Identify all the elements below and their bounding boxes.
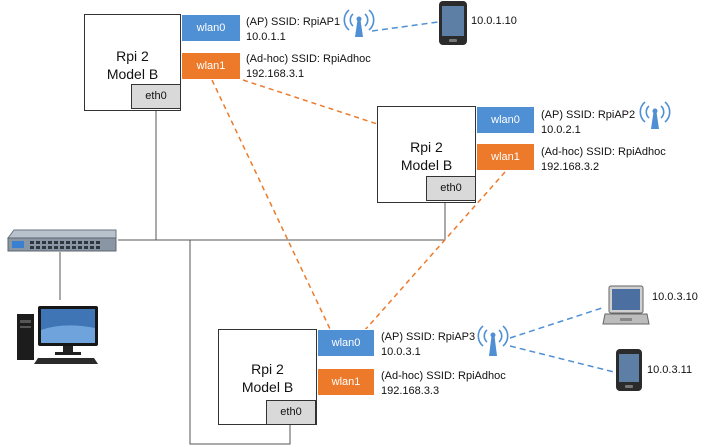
eth-link-switch-to-rpi2 — [118, 199, 446, 241]
rpi-node-3-ap-ip: 10.0.3.1 — [381, 346, 421, 358]
rpi-node-3-wlan1-info: (Ad-hoc) SSID: RpiAdhoc 192.168.3.3 — [381, 369, 506, 399]
rpi-node-1-wlan1-info: (Ad-hoc) SSID: RpiAdhoc 192.168.3.1 — [246, 52, 371, 82]
rpi-node-2-title-line2: Model B — [400, 157, 453, 173]
network-switch-icon — [7, 229, 117, 252]
rpi-node-2-wlan0: wlan0 — [476, 106, 535, 134]
client-ip-laptop: 10.0.3.10 — [652, 291, 698, 303]
rpi-node-2-adhoc-ip: 192.168.3.2 — [541, 161, 600, 173]
rpi-node-2-title-line1: Rpi 2 — [410, 139, 443, 155]
client-ip-phone-2: 10.0.3.11 — [647, 364, 693, 376]
eth-link-rpi3 — [189, 240, 291, 445]
rpi-node-1-ap-ssid: (AP) SSID: RpiAP1 — [246, 16, 341, 28]
rpi-node-2-ap-ssid: (AP) SSID: RpiAP2 — [541, 109, 636, 121]
rpi-node-2-wlan0-info: (AP) SSID: RpiAP2 10.0.2.1 — [541, 108, 635, 138]
rpi-node-3-adhoc-ssid: (Ad-hoc) SSID: RpiAdhoc — [381, 370, 506, 382]
rpi-node-1-wlan1: wlan1 — [181, 52, 241, 80]
rpi-node-3-wlan0-info: (AP) SSID: RpiAP3 10.0.3.1 — [381, 330, 475, 360]
ap-link-phone3 — [509, 345, 615, 373]
rpi-node-3-title-line2: Model B — [241, 379, 294, 395]
rpi-node-3-title-line1: Rpi 2 — [251, 361, 284, 377]
wifi-antenna-icon — [343, 9, 375, 37]
desktop-computer-icon — [17, 306, 98, 364]
rpi-node-1-wlan0: wlan0 — [181, 14, 241, 42]
client-ip-phone-1: 10.0.1.10 — [471, 15, 517, 27]
ap-link-laptop — [509, 307, 603, 339]
rpi-node-2-adhoc-ssid: (Ad-hoc) SSID: RpiAdhoc — [541, 146, 666, 158]
rpi-node-1-adhoc-ssid: (Ad-hoc) SSID: RpiAdhoc — [246, 53, 371, 65]
rpi-node-3-adhoc-ip: 192.168.3.3 — [381, 385, 440, 397]
rpi-node-3-wlan0: wlan0 — [317, 329, 375, 357]
rpi-node-3-wlan1: wlan1 — [317, 368, 375, 396]
rpi-node-1-eth0: eth0 — [131, 84, 181, 109]
ap-client-links — [371, 21, 615, 373]
rpi-node-1-wlan0-info: (AP) SSID: RpiAP1 10.0.1.1 — [246, 15, 340, 45]
rpi-node-3-title: Rpi 2 Model B — [218, 360, 317, 396]
rpi-node-1-title: Rpi 2 Model B — [84, 47, 181, 83]
rpi-node-2-eth0: eth0 — [426, 176, 476, 201]
rpi-node-1-title-line2: Model B — [106, 66, 159, 82]
rpi-node-2-ap-ip: 10.0.2.1 — [541, 124, 581, 136]
phone-icon — [616, 349, 642, 391]
wifi-antenna-icon — [477, 325, 509, 356]
adhoc-links — [211, 79, 506, 331]
rpi-node-1-ap-ip: 10.0.1.1 — [246, 31, 286, 43]
rpi-node-1-adhoc-ip: 192.168.3.1 — [246, 68, 305, 80]
rpi-node-2-wlan1-info: (Ad-hoc) SSID: RpiAdhoc 192.168.3.2 — [541, 145, 666, 175]
wifi-antenna-icon — [639, 101, 671, 129]
phone-icon — [439, 1, 467, 45]
rpi-node-2-wlan1: wlan1 — [476, 143, 535, 171]
rpi-node-2-title: Rpi 2 Model B — [377, 138, 476, 174]
adhoc-link-rpi1-rpi3 — [211, 79, 331, 330]
adhoc-link-rpi2-rpi3 — [364, 171, 506, 331]
rpi-node-1-title-line1: Rpi 2 — [116, 48, 149, 64]
rpi-node-3-ap-ssid: (AP) SSID: RpiAP3 — [381, 331, 476, 343]
laptop-icon — [602, 285, 650, 325]
ap-link-phone1 — [371, 21, 439, 32]
rpi-node-3-eth0: eth0 — [266, 400, 316, 425]
